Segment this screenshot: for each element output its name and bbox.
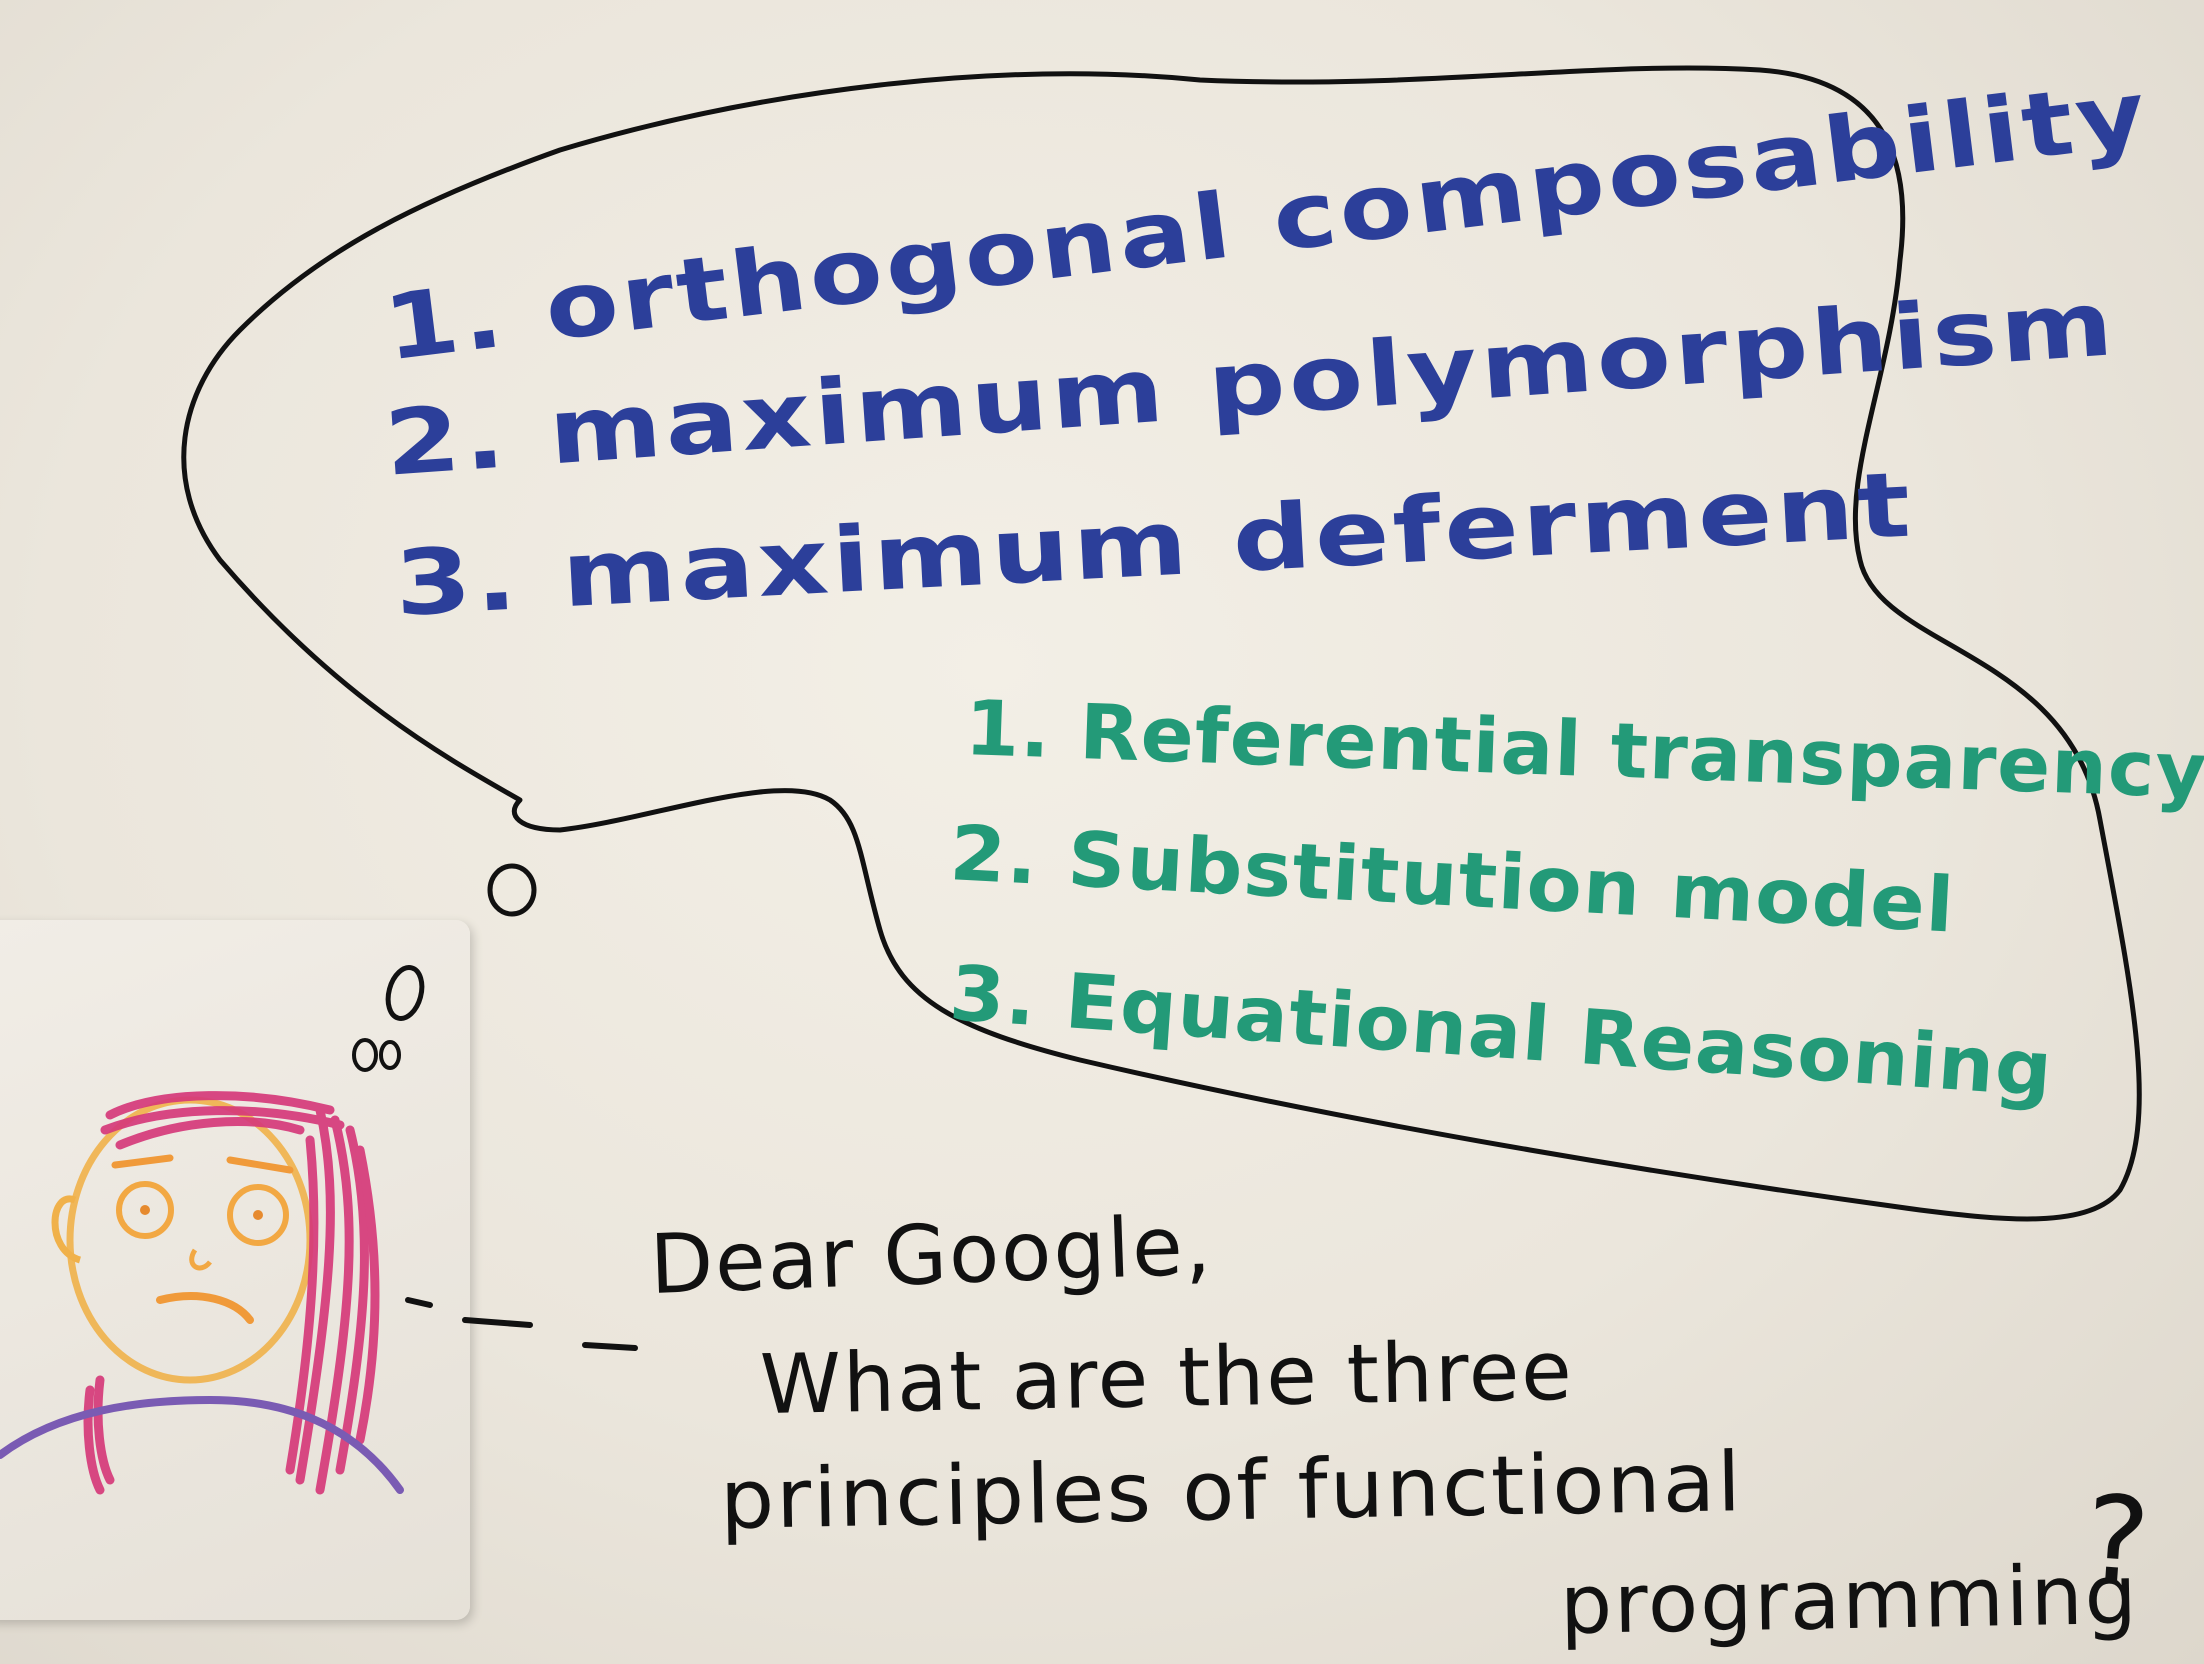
bubble-dot-small-2 (379, 1040, 401, 1070)
worried-character-drawing (0, 1091, 404, 1495)
character-left-eye (116, 1181, 174, 1239)
bubble-dot-medium (385, 965, 425, 1021)
character-nose (189, 1248, 212, 1271)
character-shoulders (0, 1395, 404, 1494)
character-ear (51, 1195, 82, 1264)
paper-card (0, 920, 470, 1620)
question-line-2: What are the three (759, 1323, 1575, 1433)
speech-dash-2 (462, 1317, 533, 1328)
question-mark: ? (2080, 1470, 2156, 1614)
speech-dash-3 (582, 1342, 638, 1351)
bubble-dot-small-1 (352, 1038, 378, 1072)
question-line-4: programming (1559, 1547, 2140, 1653)
character-mouth (156, 1292, 254, 1324)
question-line-3: principles of functional (719, 1435, 1744, 1548)
speech-dash-1 (405, 1297, 433, 1308)
thought-bubble-outline (181, 65, 2142, 1222)
bubble-dot-large (487, 863, 537, 917)
question-line-1: Dear Google, (648, 1198, 1215, 1313)
character-right-eye (227, 1184, 289, 1246)
